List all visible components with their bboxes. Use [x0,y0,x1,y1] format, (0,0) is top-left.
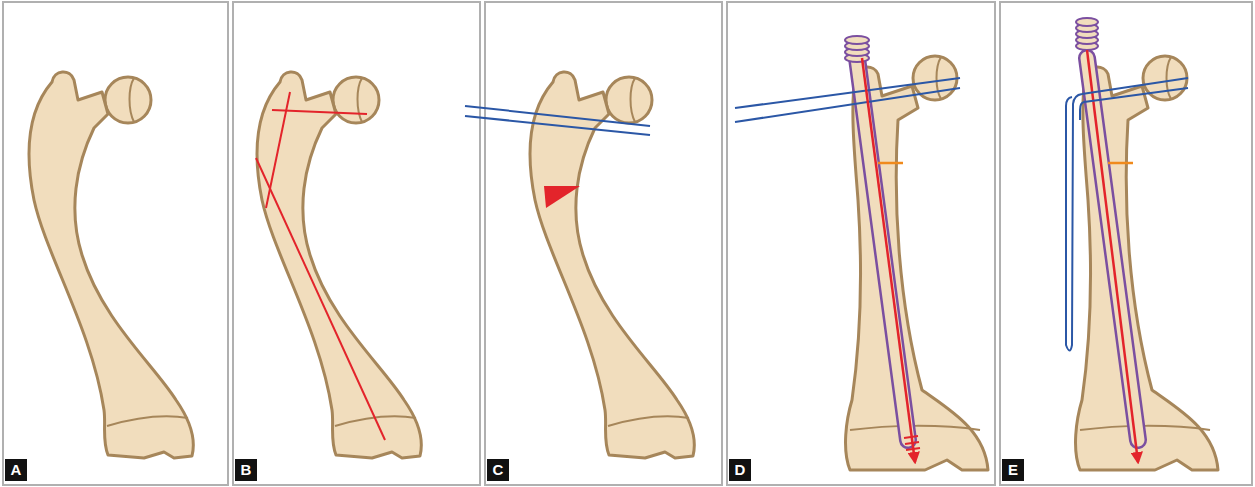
panel-letter: B [240,461,252,479]
intramedullary-nail [857,58,908,440]
femur-final [1076,18,1218,470]
drawing-part [845,36,869,44]
guide-pins [465,106,650,135]
drawing-part [233,2,480,485]
drawing-part [1076,18,1098,50]
drawing-part [1066,78,1188,351]
drawing-part [1076,18,1098,26]
panel-label: C [487,459,509,481]
osteotomy-wedge [544,186,580,208]
panel-frame [3,2,1252,485]
panel-letter: C [492,461,504,479]
drawing-part [1080,88,1188,120]
drawing-part [1000,2,1252,485]
drawing-part [727,2,995,485]
panel-label: B [235,459,257,481]
drawing-part [1087,50,1138,462]
panel-label: E [1002,459,1024,481]
femur-deformed [530,72,694,458]
panel-letter: A [10,461,22,479]
drawing-part [3,2,228,485]
drawing-part [906,448,920,450]
drawing-part [904,436,918,438]
drawing-part [735,88,960,122]
panel-letter: D [734,461,746,479]
nail-cap [845,36,869,62]
femur-corrected [846,56,988,470]
drawing-part [465,106,650,126]
panel-label: A [5,459,27,481]
femur-deformed [257,72,421,458]
drawing-part [1076,56,1218,470]
guide-wire [862,58,915,462]
panel-letter: E [1007,461,1019,479]
femur-deformed [29,72,193,458]
drawing-part [256,158,385,440]
guide-pins [735,78,960,122]
drawing-part [266,92,290,208]
drawing-part [485,2,722,485]
wire-thread [904,436,920,450]
drawing-part [465,116,650,135]
axis-lines [256,92,385,440]
panel-label: D [729,459,751,481]
bent-pins [1066,78,1188,351]
drawing-part [905,442,919,444]
